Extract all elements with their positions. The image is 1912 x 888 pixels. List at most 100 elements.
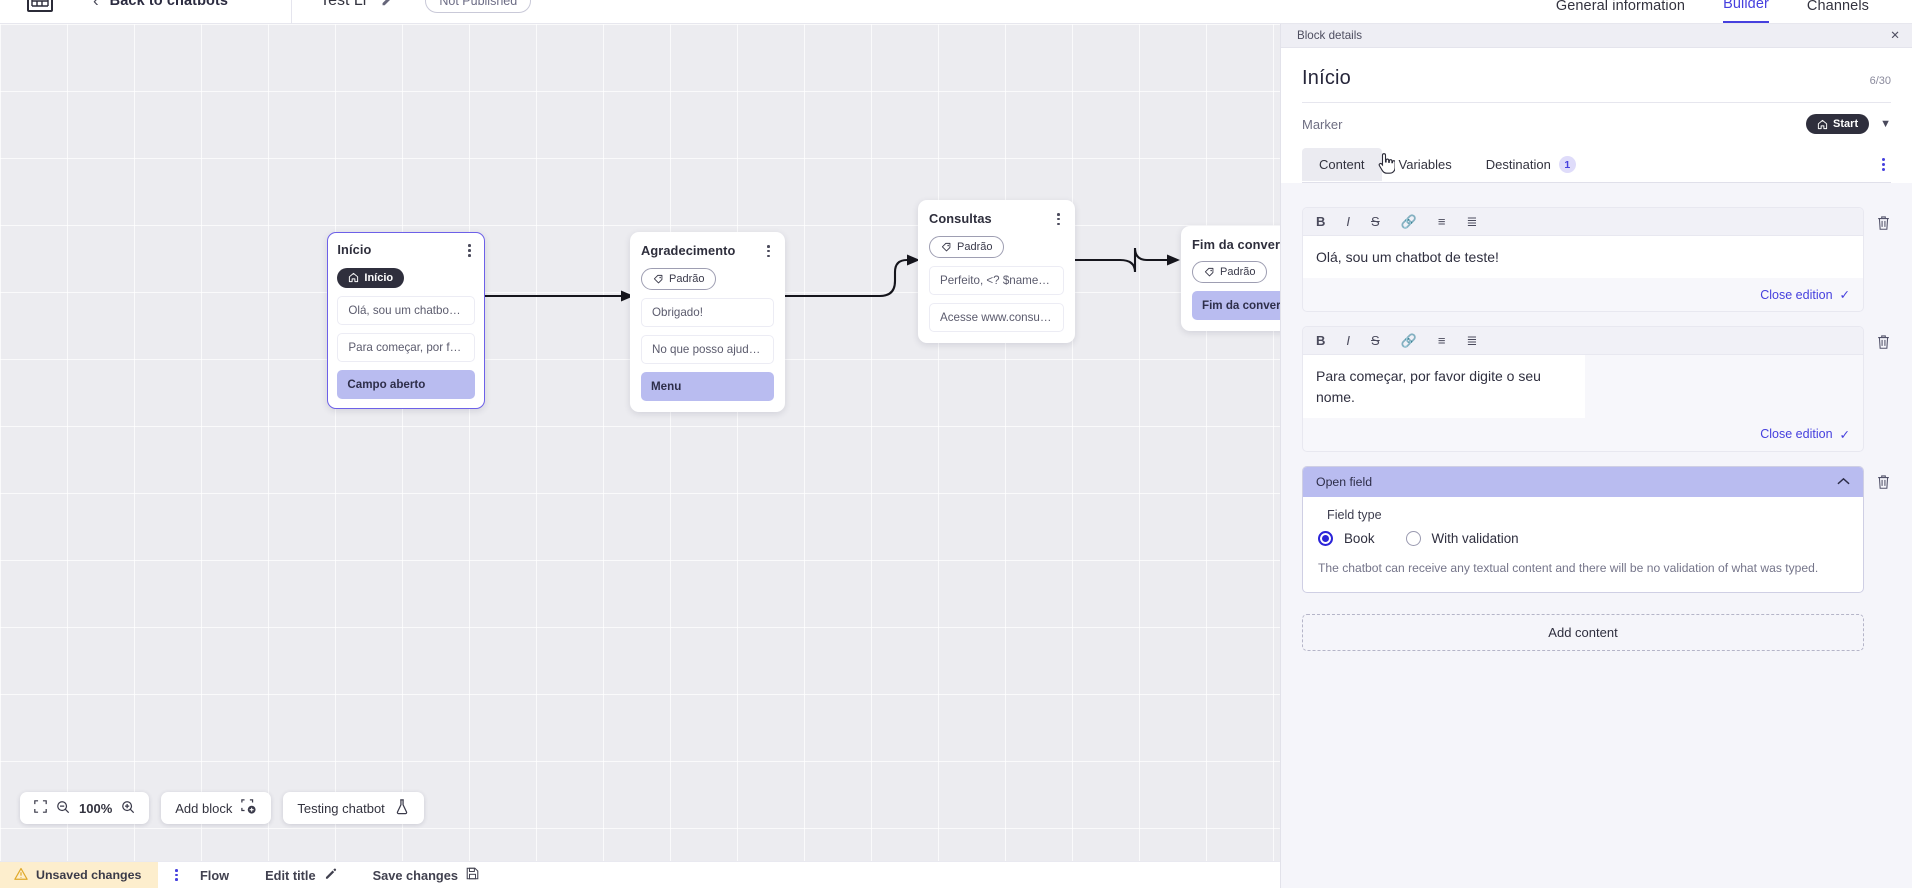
node-chip-default: Padrão bbox=[641, 268, 717, 291]
node-row-highlight[interactable]: Campo aberto bbox=[337, 370, 475, 400]
node-chip-default: Padrão bbox=[1192, 261, 1268, 283]
tab-content-label: Content bbox=[1319, 157, 1365, 172]
delete-icon[interactable] bbox=[1876, 207, 1891, 235]
radio-with-validation[interactable] bbox=[1405, 530, 1421, 546]
node-menu-button[interactable] bbox=[1053, 211, 1064, 227]
tab-variables[interactable]: Variables bbox=[1382, 148, 1469, 181]
node-row[interactable]: Obrigado! bbox=[641, 298, 774, 328]
app-logo-icon[interactable] bbox=[27, 0, 53, 12]
back-to-chatbots-link[interactable]: Back to chatbots bbox=[109, 0, 229, 9]
edit-title-label: Edit title bbox=[265, 867, 316, 883]
panel-tabs-menu-button[interactable] bbox=[1882, 157, 1891, 172]
tab-channels[interactable]: Channels bbox=[1806, 0, 1869, 14]
node-row[interactable]: Perfeito, <? $name ?>! bbox=[929, 266, 1064, 296]
bullet-list-icon[interactable]: ≡ bbox=[1437, 333, 1446, 349]
block-title: Início bbox=[1302, 67, 1352, 89]
zoom-controls[interactable]: 100% bbox=[20, 792, 150, 824]
flow-label: Flow bbox=[199, 867, 230, 883]
node-menu-button[interactable] bbox=[464, 242, 475, 258]
flow-canvas[interactable]: Início Início Olá, sou um chatbot de tes… bbox=[0, 24, 1280, 864]
zoom-in-icon[interactable] bbox=[121, 800, 135, 817]
editor-footer[interactable]: Close edition ✓ bbox=[1303, 278, 1863, 311]
bullet-list-icon[interactable]: ≡ bbox=[1437, 214, 1446, 229]
open-field-block[interactable]: Open field Field type Book With validati… bbox=[1302, 465, 1864, 593]
close-icon[interactable]: ✕ bbox=[1890, 28, 1900, 42]
tab-content[interactable]: Content bbox=[1302, 148, 1382, 181]
add-block-button[interactable]: Add block bbox=[161, 792, 272, 824]
unsaved-changes-label: Unsaved changes bbox=[36, 868, 142, 882]
node-chip-label: Padrão bbox=[1220, 266, 1256, 278]
open-field-title: Open field bbox=[1316, 474, 1373, 489]
delete-icon[interactable] bbox=[1876, 466, 1891, 494]
testing-chatbot-button[interactable]: Testing chatbot bbox=[283, 792, 424, 824]
node-row[interactable]: No que posso ajudar, <? $name ... bbox=[641, 335, 774, 365]
marker-row: Marker Start ▼ bbox=[1302, 103, 1891, 147]
chevron-down-icon[interactable]: ▼ bbox=[1880, 118, 1891, 130]
chevron-up-icon[interactable] bbox=[1837, 475, 1850, 489]
italic-icon[interactable]: I bbox=[1346, 333, 1351, 349]
canvas-toolbar: 100% Add block Testing chatbot bbox=[20, 792, 424, 824]
flow-node-agradecimento[interactable]: Agradecimento Padrão Obrigado! No que po… bbox=[630, 232, 785, 413]
editor-text[interactable]: Olá, sou um chatbot de teste! bbox=[1303, 236, 1863, 279]
numbered-list-icon[interactable]: ≣ bbox=[1466, 333, 1478, 349]
editor-footer[interactable]: Close edition ✓ bbox=[1303, 418, 1863, 451]
flow-button[interactable]: Flow bbox=[200, 868, 229, 883]
rich-text-editor[interactable]: B I S 🔗 ≡ ≣ Olá, sou um chatbot de teste… bbox=[1302, 207, 1864, 313]
strikethrough-icon[interactable]: S bbox=[1371, 214, 1380, 229]
content-tab-panel: B I S 🔗 ≡ ≣ Olá, sou um chatbot de teste… bbox=[1281, 183, 1912, 888]
open-field-description: The chatbot can receive any textual cont… bbox=[1318, 560, 1819, 575]
rich-text-editor[interactable]: B I S 🔗 ≡ ≣ Para começar, por favor digi… bbox=[1302, 326, 1864, 452]
status-bar-menu-button[interactable] bbox=[175, 869, 178, 881]
back-chevron-icon[interactable]: ‹ bbox=[93, 0, 99, 10]
open-field-body: Field type Book With validation The chat… bbox=[1303, 497, 1863, 592]
fit-screen-icon[interactable] bbox=[34, 800, 47, 816]
marker-control[interactable]: Start ▼ bbox=[1806, 114, 1891, 134]
flow-node-inicio[interactable]: Início Início Olá, sou um chatbot de tes… bbox=[327, 232, 485, 410]
top-tab-bar: General information Builder Channels bbox=[1280, 0, 1912, 24]
node-row-highlight[interactable]: Menu bbox=[641, 372, 774, 402]
node-row[interactable]: Olá, sou um chatbot de teste! bbox=[337, 296, 475, 326]
bold-icon[interactable]: B bbox=[1316, 214, 1326, 229]
radio-book[interactable] bbox=[1318, 530, 1333, 546]
radio-book-label: Book bbox=[1344, 530, 1375, 546]
numbered-list-icon[interactable]: ≣ bbox=[1466, 214, 1478, 229]
tab-destination[interactable]: Destination 1 bbox=[1469, 147, 1593, 182]
open-field-header[interactable]: Open field bbox=[1303, 466, 1863, 497]
content-card: B I S 🔗 ≡ ≣ Olá, sou um chatbot de teste… bbox=[1302, 207, 1891, 313]
close-edition-label: Close edition bbox=[1760, 287, 1833, 302]
node-title: Consultas bbox=[929, 211, 992, 226]
node-row[interactable]: Acesse www.consultas.com par... bbox=[929, 303, 1064, 333]
node-menu-button[interactable] bbox=[763, 243, 774, 259]
field-type-label: Field type bbox=[1327, 507, 1382, 522]
node-header: Consultas bbox=[929, 211, 1064, 227]
node-row[interactable]: Para começar, por favor digite o ... bbox=[337, 333, 475, 363]
editor-text[interactable]: Para começar, por favor digite o seu nom… bbox=[1303, 355, 1585, 418]
strikethrough-icon[interactable]: S bbox=[1371, 333, 1380, 349]
node-row-highlight[interactable]: Fim da conversa bbox=[1192, 291, 1280, 320]
link-icon[interactable]: 🔗 bbox=[1400, 333, 1417, 349]
marker-value-chip[interactable]: Start bbox=[1806, 114, 1870, 134]
delete-icon[interactable] bbox=[1876, 326, 1891, 354]
node-title: Fim da conversa bbox=[1192, 237, 1280, 252]
bold-icon[interactable]: B bbox=[1316, 333, 1326, 349]
check-icon: ✓ bbox=[1839, 288, 1850, 303]
edit-pencil-icon[interactable] bbox=[380, 0, 397, 12]
unsaved-changes-indicator: Unsaved changes bbox=[0, 861, 159, 888]
status-bar: Unsaved changes Flow Edit title Save cha… bbox=[0, 861, 1280, 888]
flow-node-fim-da-conversa[interactable]: Fim da conversa Padrão Fim da conversa bbox=[1181, 226, 1280, 331]
panel-tab-bar: Content Variables Destination 1 bbox=[1302, 147, 1891, 183]
tab-general-information[interactable]: General information bbox=[1555, 0, 1686, 14]
italic-icon[interactable]: I bbox=[1346, 214, 1351, 229]
add-content-button[interactable]: Add content bbox=[1302, 613, 1864, 651]
link-icon[interactable]: 🔗 bbox=[1400, 214, 1417, 229]
tab-builder[interactable]: Builder bbox=[1723, 0, 1769, 23]
edit-title-button[interactable]: Edit title bbox=[265, 867, 336, 883]
node-title: Agradecimento bbox=[641, 243, 736, 258]
zoom-out-icon[interactable] bbox=[56, 800, 70, 817]
save-changes-button[interactable]: Save changes bbox=[373, 867, 479, 883]
flow-node-consultas[interactable]: Consultas Padrão Perfeito, <? $name ?>! … bbox=[918, 200, 1075, 344]
flask-icon bbox=[394, 798, 410, 818]
node-chip-label: Início bbox=[364, 271, 394, 284]
field-type-radio-group[interactable]: Book With validation bbox=[1318, 530, 1848, 546]
